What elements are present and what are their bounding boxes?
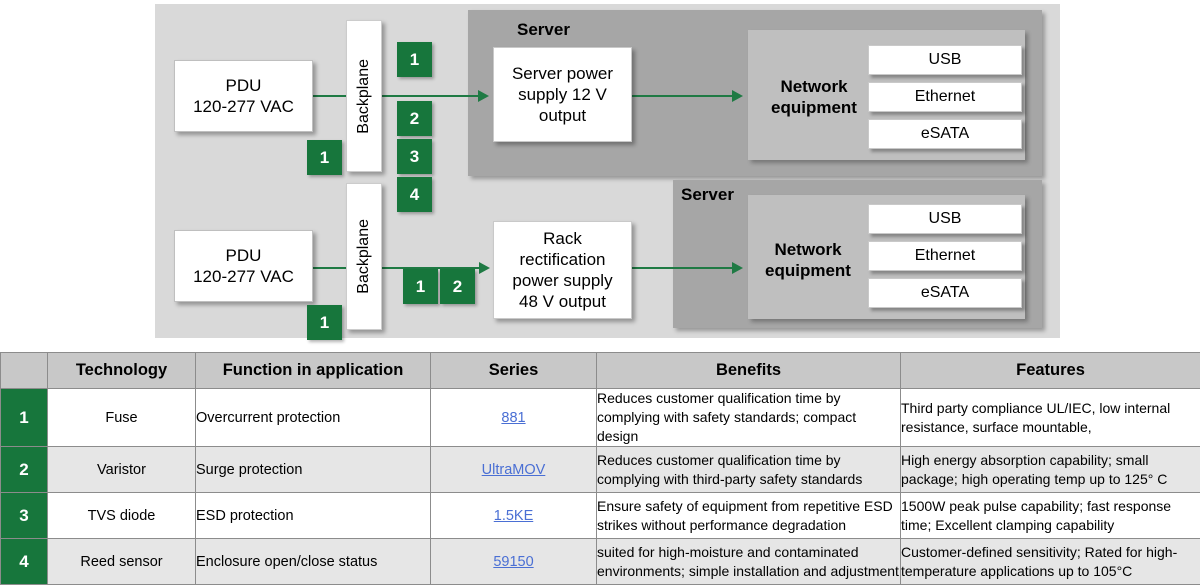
pdu-box-2: PDU 120-277 VAC: [174, 230, 313, 302]
column-header-technology: Technology: [48, 353, 196, 389]
arrow-icon-to-network2: [732, 262, 743, 274]
arrow-icon-to-network1: [732, 90, 743, 102]
psu-line3: output: [539, 106, 586, 125]
network-label-line1: Network: [774, 240, 841, 259]
cell-series[interactable]: 881: [431, 389, 597, 447]
wire-pdu2-to-backplane: [310, 267, 350, 269]
backplane-2: Backplane: [346, 183, 382, 330]
column-header-number: [1, 353, 48, 389]
wire-pdu1-to-backplane: [310, 95, 350, 97]
port-ethernet-1: Ethernet: [868, 82, 1022, 112]
server-power-supply-box: Server power supply 12 V output: [493, 47, 632, 142]
network-label-line2: equipment: [771, 98, 857, 117]
cell-benefits: Reduces customer qualification time by c…: [597, 389, 901, 447]
series-link[interactable]: 1.5KE: [494, 508, 534, 524]
psu-line1: Server power: [512, 64, 613, 83]
series-link[interactable]: 881: [501, 410, 525, 426]
table-row: 1 Fuse Overcurrent protection 881 Reduce…: [1, 389, 1200, 447]
pdu-line1: PDU: [226, 76, 262, 95]
port-usb-1: USB: [868, 45, 1022, 75]
cell-series[interactable]: 59150: [431, 539, 597, 585]
cell-features: Third party compliance UL/IEC, low inter…: [901, 389, 1200, 447]
backplane-label-1: Backplane: [355, 59, 373, 134]
server-title-1: Server: [517, 20, 570, 40]
cell-technology: Fuse: [48, 389, 196, 447]
cell-features: High energy absorption capability; small…: [901, 447, 1200, 493]
wire-psu1-to-network1: [630, 95, 734, 97]
psu-line1: Rack: [543, 229, 582, 248]
arrow-icon-to-psu1: [478, 90, 489, 102]
row-number-badge: 1: [1, 389, 48, 447]
network-equipment-label-1: Network equipment: [764, 76, 864, 118]
callout-badge-1-row2: 1: [403, 269, 438, 304]
pdu-line2: 120-277 VAC: [193, 267, 294, 286]
column-header-features: Features: [901, 353, 1200, 389]
callout-badge-3-row1: 3: [397, 139, 432, 174]
cell-function: Enclosure open/close status: [196, 539, 431, 585]
callout-badge-pdu-2: 1: [307, 305, 342, 340]
cell-features: Customer-defined sensitivity; Rated for …: [901, 539, 1200, 585]
column-header-benefits: Benefits: [597, 353, 901, 389]
psu-line2: rectification: [520, 250, 606, 269]
psu-line2: supply 12 V: [518, 85, 607, 104]
cell-benefits: Ensure safety of equipment from repetiti…: [597, 493, 901, 539]
callout-badge-pdu-1: 1: [307, 140, 342, 175]
cell-technology: Varistor: [48, 447, 196, 493]
callout-badge-2-row2: 2: [440, 269, 475, 304]
backplane-1: Backplane: [346, 20, 382, 172]
backplane-label-2: Backplane: [355, 219, 373, 294]
row-number-badge: 2: [1, 447, 48, 493]
series-link[interactable]: 59150: [493, 554, 533, 570]
network-equipment-label-2: Network equipment: [758, 239, 858, 281]
architecture-diagram: Server Server Network equipment Network …: [0, 0, 1200, 348]
cell-features: 1500W peak pulse capability; fast respon…: [901, 493, 1200, 539]
rack-rectification-power-supply-box: Rack rectification power supply 48 V out…: [493, 221, 632, 319]
callout-badge-2-row1: 2: [397, 101, 432, 136]
network-label-line2: equipment: [765, 261, 851, 280]
cell-series[interactable]: UltraMOV: [431, 447, 597, 493]
server-title-2: Server: [681, 185, 734, 205]
psu-line3: power supply: [512, 271, 612, 290]
row-number-badge: 3: [1, 493, 48, 539]
port-ethernet-2: Ethernet: [868, 241, 1022, 271]
cell-function: Surge protection: [196, 447, 431, 493]
series-link[interactable]: UltraMOV: [482, 462, 546, 478]
cell-technology: TVS diode: [48, 493, 196, 539]
cell-function: ESD protection: [196, 493, 431, 539]
cell-function: Overcurrent protection: [196, 389, 431, 447]
cell-series[interactable]: 1.5KE: [431, 493, 597, 539]
technology-spec-table: Technology Function in application Serie…: [0, 352, 1200, 585]
callout-badge-4-row1: 4: [397, 177, 432, 212]
row-number-badge: 4: [1, 539, 48, 585]
pdu-line1: PDU: [226, 246, 262, 265]
pdu-line2: 120-277 VAC: [193, 97, 294, 116]
cell-technology: Reed sensor: [48, 539, 196, 585]
table-row: 2 Varistor Surge protection UltraMOV Red…: [1, 447, 1200, 493]
column-header-function: Function in application: [196, 353, 431, 389]
column-header-series: Series: [431, 353, 597, 389]
wire-psu2-to-network2: [630, 267, 734, 269]
table-header-row: Technology Function in application Serie…: [1, 353, 1200, 389]
callout-badge-1-row1: 1: [397, 42, 432, 77]
port-esata-1: eSATA: [868, 119, 1022, 149]
table-row: 4 Reed sensor Enclosure open/close statu…: [1, 539, 1200, 585]
arrow-icon-to-psu2: [479, 262, 490, 274]
cell-benefits: suited for high-moisture and contaminate…: [597, 539, 901, 585]
port-esata-2: eSATA: [868, 278, 1022, 308]
network-label-line1: Network: [780, 77, 847, 96]
table-row: 3 TVS diode ESD protection 1.5KE Ensure …: [1, 493, 1200, 539]
pdu-box-1: PDU 120-277 VAC: [174, 60, 313, 132]
psu-line4: 48 V output: [519, 292, 606, 311]
port-usb-2: USB: [868, 204, 1022, 234]
cell-benefits: Reduces customer qualification time by c…: [597, 447, 901, 493]
wire-backplane-to-psu1: [380, 95, 480, 97]
